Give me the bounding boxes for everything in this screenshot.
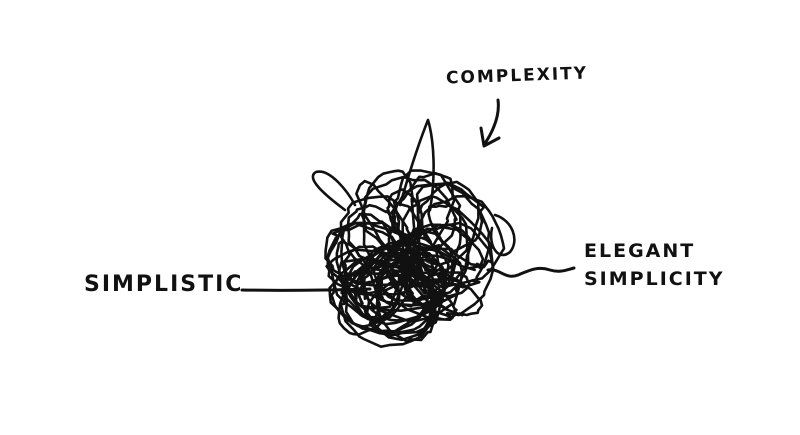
complexity-arrow-head bbox=[479, 126, 501, 148]
scribble-loop bbox=[324, 221, 418, 287]
scribble-spike bbox=[398, 118, 435, 212]
elegant-simplicity-line bbox=[486, 266, 576, 278]
scribble-loop bbox=[359, 240, 464, 323]
scribble-loop bbox=[337, 253, 408, 336]
scribble-loop bbox=[326, 221, 414, 296]
scribble-loop bbox=[355, 241, 446, 342]
complexity-scribble bbox=[311, 118, 516, 348]
simplistic-line bbox=[240, 287, 372, 292]
scribble-loop bbox=[346, 203, 402, 265]
scribble-loop bbox=[401, 194, 470, 298]
simplistic-label: Simplistic bbox=[84, 272, 244, 297]
simplicity-label: Simplicity bbox=[584, 268, 725, 290]
complexity-arrow-shaft bbox=[482, 98, 500, 147]
scribble-left-loop bbox=[311, 170, 357, 212]
elegant-label: Elegant bbox=[584, 240, 696, 262]
scribble-loop bbox=[427, 277, 484, 317]
scribble-loop bbox=[375, 248, 454, 302]
scribble-loop bbox=[340, 257, 448, 326]
scribble-loop bbox=[385, 230, 457, 304]
scribble-loop bbox=[375, 270, 437, 343]
scribble-right-loop bbox=[489, 213, 516, 257]
